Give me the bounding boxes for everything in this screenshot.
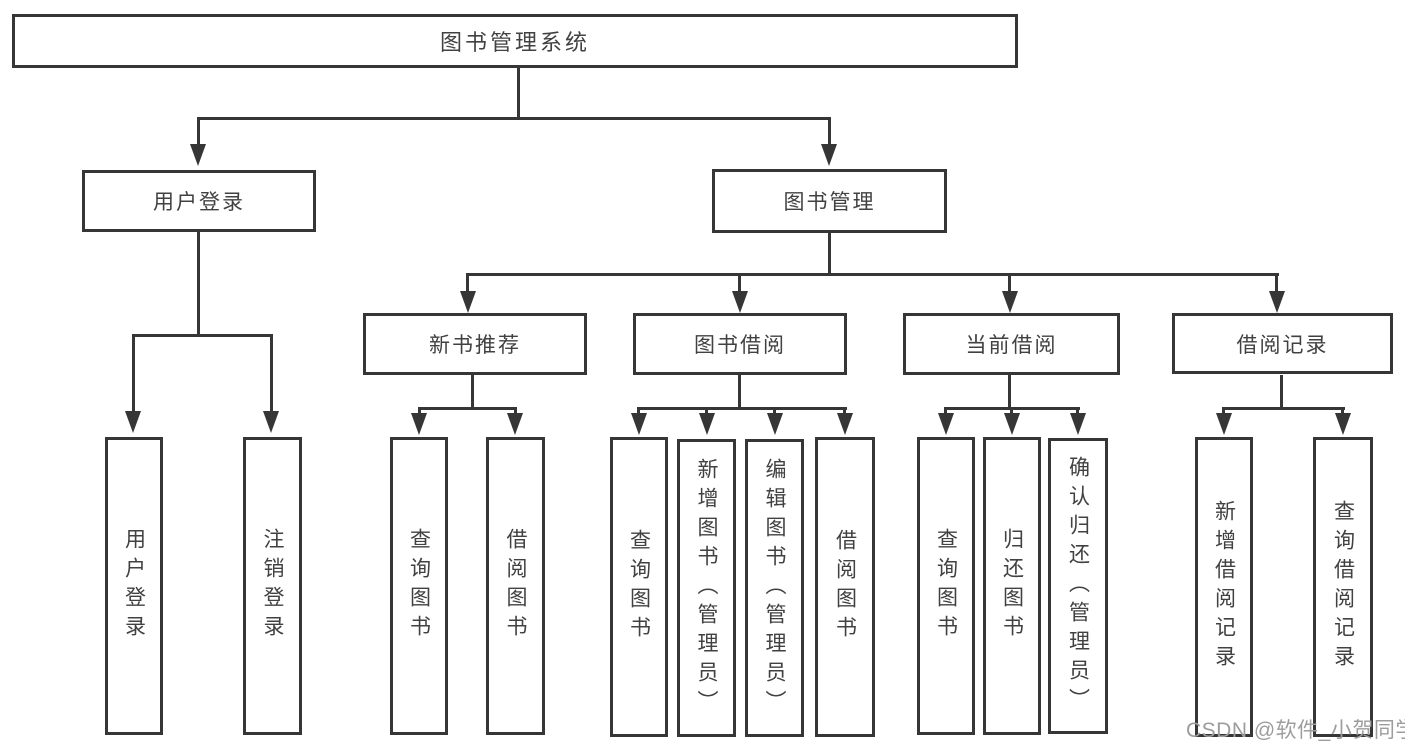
arrow-down-icon xyxy=(411,413,427,435)
connector-stem-book-management xyxy=(828,117,831,144)
connector-stem xyxy=(418,407,421,413)
connector-borrow-record-split xyxy=(1222,407,1345,410)
connector-stem-new-book xyxy=(466,273,469,291)
connector-stem xyxy=(1076,407,1079,413)
connector-new-book-split xyxy=(418,407,517,410)
connector-book-borrow-drop xyxy=(738,375,741,408)
connector-borrow-record-drop xyxy=(1280,375,1283,408)
arrow-down-icon xyxy=(263,411,279,433)
connector-root-stem xyxy=(517,68,520,118)
connector-stem-leaf-user-login xyxy=(132,334,135,412)
connector-stem xyxy=(843,407,846,413)
connector-new-book-drop xyxy=(471,375,474,408)
connector-stem-borrow-record xyxy=(1275,273,1278,291)
arrow-down-icon xyxy=(1070,413,1086,435)
arrow-down-icon xyxy=(1216,413,1232,435)
leaf-newbook-query-book: 查询图书 xyxy=(390,437,448,735)
arrow-down-icon xyxy=(1335,413,1351,435)
connector-user-login-split xyxy=(132,334,273,337)
csdn-watermark: CSDN @软件_小贺同学 xyxy=(1186,719,1405,742)
connector-stem-current-borrow xyxy=(1008,273,1011,291)
connector-book-borrow-split xyxy=(637,407,847,410)
leaf-borrow-borrow-book: 借阅图书 xyxy=(815,437,875,737)
leaf-borrow-edit-book-admin: 编辑图书（管理员） xyxy=(745,439,804,737)
arrow-down-icon xyxy=(821,144,837,166)
connector-root-split xyxy=(197,117,831,120)
arrow-down-icon xyxy=(1004,413,1020,435)
arrow-down-icon xyxy=(938,413,954,435)
arrow-down-icon xyxy=(460,291,476,313)
connector-stem xyxy=(1010,407,1013,413)
node-library-management-system: 图书管理系统 xyxy=(12,14,1018,68)
leaf-logout: 注销登录 xyxy=(243,437,302,735)
connector-stem xyxy=(1341,407,1344,413)
arrow-down-icon xyxy=(190,144,206,166)
connector-book-management-split xyxy=(466,273,1279,276)
node-borrow-record: 借阅记录 xyxy=(1172,313,1393,374)
node-current-borrow: 当前借阅 xyxy=(903,313,1120,375)
connector-stem xyxy=(637,407,640,413)
arrow-down-icon xyxy=(125,411,141,433)
leaf-newbook-borrow-book: 借阅图书 xyxy=(486,437,545,735)
connector-stem xyxy=(705,407,708,413)
connector-stem xyxy=(514,407,517,413)
node-book-management: 图书管理 xyxy=(712,169,947,233)
connector-book-management-drop xyxy=(828,233,831,273)
arrow-down-icon xyxy=(1002,291,1018,313)
connector-stem-user-login xyxy=(197,117,200,144)
arrow-down-icon xyxy=(699,413,715,435)
leaf-borrow-add-book-admin: 新增图书（管理员） xyxy=(677,439,736,737)
leaf-record-add-record: 新增借阅记录 xyxy=(1195,437,1253,737)
connector-stem xyxy=(773,407,776,413)
arrow-down-icon xyxy=(837,413,853,435)
arrow-down-icon xyxy=(767,413,783,435)
connector-user-login-drop xyxy=(197,232,200,335)
connector-stem-leaf-logout xyxy=(270,334,273,412)
arrow-down-icon xyxy=(1269,291,1285,313)
leaf-borrow-query-book: 查询图书 xyxy=(610,437,668,737)
leaf-current-query-book: 查询图书 xyxy=(917,437,975,735)
leaf-record-query-record: 查询借阅记录 xyxy=(1313,437,1373,737)
leaf-current-confirm-return-admin: 确认归还（管理员） xyxy=(1048,438,1108,734)
arrow-down-icon xyxy=(507,413,523,435)
connector-stem xyxy=(944,407,947,413)
leaf-user-login: 用户登录 xyxy=(105,437,163,735)
connector-current-borrow-drop xyxy=(1008,375,1011,408)
node-book-borrow: 图书借阅 xyxy=(633,313,847,375)
leaf-current-return-book: 归还图书 xyxy=(983,437,1041,735)
arrow-down-icon xyxy=(732,291,748,313)
arrow-down-icon xyxy=(631,413,647,435)
connector-stem-book-borrow xyxy=(738,273,741,291)
node-new-book-recommend: 新书推荐 xyxy=(363,313,587,375)
connector-stem xyxy=(1222,407,1225,413)
node-user-login: 用户登录 xyxy=(82,170,316,232)
